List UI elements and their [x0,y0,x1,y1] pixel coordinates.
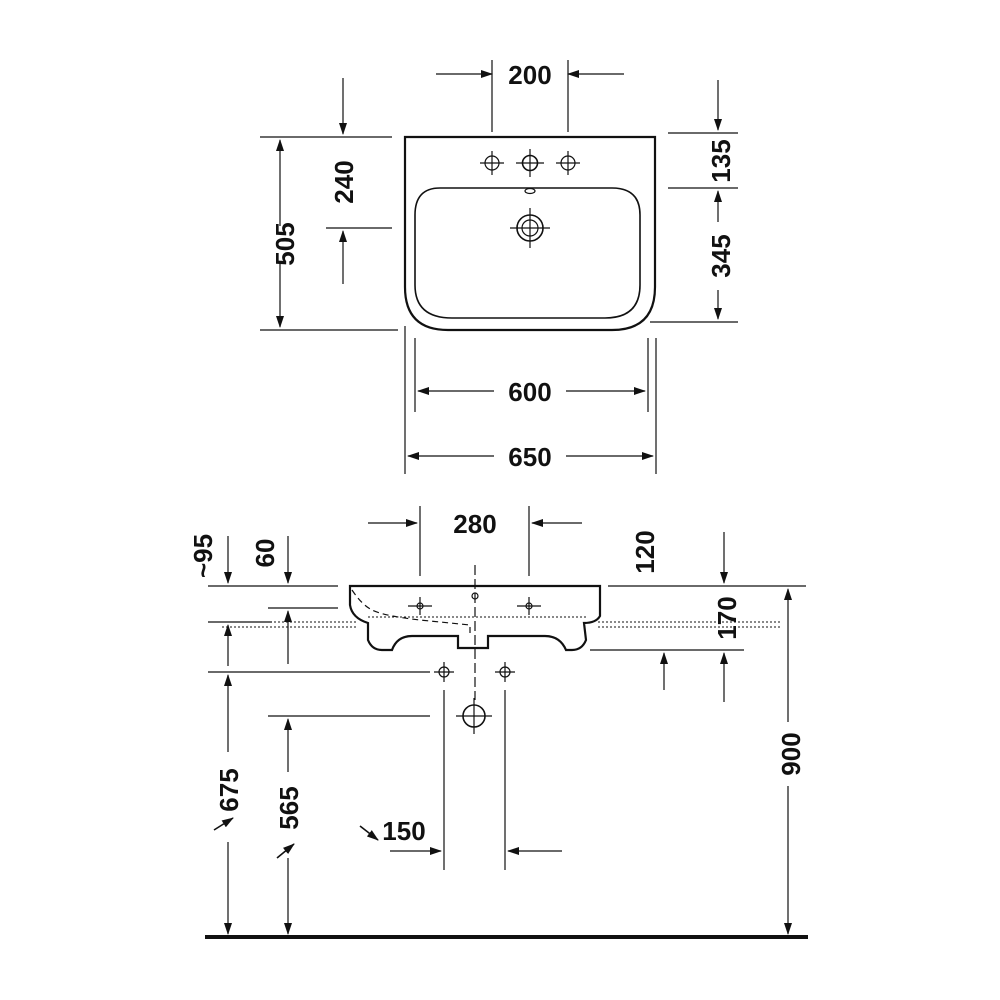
dim-floor-to-drain-label: 565 [274,786,304,829]
dim-bowl-width: 600 [414,338,649,412]
dim-floor-to-drain: 565 [268,715,430,935]
dim-rim-to-top: ~95 [188,534,338,666]
dim-tap-to-edge-label: 240 [329,160,359,203]
dim-tap-spacing-label: 200 [508,60,551,90]
dim-top-margin-label: 135 [706,139,736,182]
dim-floor-to-top: 900 [776,588,806,935]
dim-tap-spacing: 200 [436,60,624,132]
dim-outer-tap-spacing: 280 [368,506,582,576]
tap-hole-center [516,149,544,177]
supply-connection-left [434,662,454,682]
bowl-outline [414,187,641,319]
dim-floor-to-supply: 675 [208,671,430,935]
dim-overall-width-label: 650 [508,442,551,472]
tap-hole-left [480,151,504,175]
side-view: 280 ~95 60 120 170 [188,506,808,939]
dim-bowl-side-depth: 120 [590,530,806,690]
dim-bowl-depth: 345 [650,190,738,323]
overflow-slot [524,187,536,195]
dim-bowl-side-depth-label: 120 [630,530,660,573]
drain-connection-icon [456,698,492,734]
dim-supply-spacing: 150 [359,690,562,870]
dim-rim-offset-label: 60 [250,539,280,568]
supply-connection-right [495,662,515,682]
dim-depth-total-label: 505 [270,222,300,265]
basin-side-outline [348,584,602,652]
dim-depth-total: 505 [260,136,398,331]
dim-overall-width: 650 [404,326,657,474]
bowl-side-contour [351,589,471,634]
tap-mark-right [517,597,541,615]
dim-bowl-height: 170 [676,532,744,702]
dim-top-margin: 135 [668,80,738,189]
basin-outline [403,135,657,332]
tap-hole-right [556,151,580,175]
drain-icon [510,208,550,248]
dim-outer-tap-spacing-label: 280 [453,509,496,539]
dim-bowl-height-label: 170 [712,596,742,639]
dim-supply-spacing-label: 150 [382,816,425,846]
dim-rim-to-top-label: ~95 [188,534,218,578]
top-view: 200 505 240 135 345 [260,60,738,474]
dim-bowl-width-label: 600 [508,377,551,407]
dim-bowl-depth-label: 345 [706,234,736,277]
dim-floor-to-supply-label: 675 [214,768,244,811]
dim-floor-to-top-label: 900 [776,732,806,775]
overflow-mark [471,592,479,600]
dim-rim-offset: 60 [250,536,338,664]
dim-tap-to-edge: 240 [326,78,392,284]
tap-mark-left [408,597,432,615]
